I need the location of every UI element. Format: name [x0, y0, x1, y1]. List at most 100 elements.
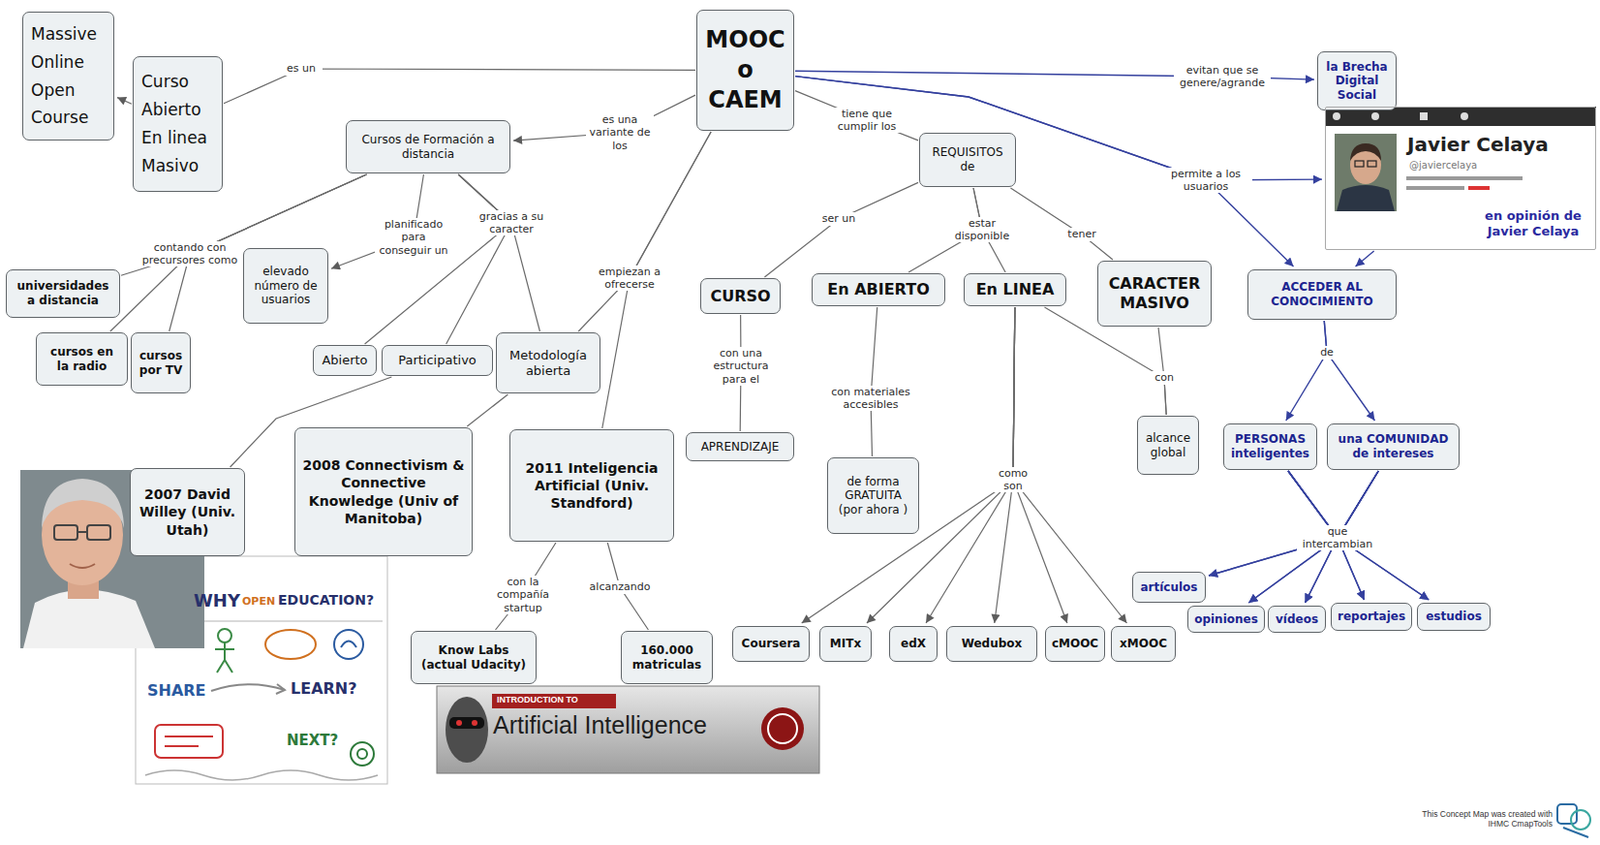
concept-text: alcance global: [1143, 430, 1193, 460]
sketch-squiggle: [145, 769, 378, 780]
concept-text: xMOOC: [1119, 636, 1168, 651]
concept-box: APRENDIZAJE: [685, 431, 795, 462]
concept-text: MOOC o CAEM: [703, 25, 788, 117]
concept-text: elevado número de usuarios: [249, 264, 322, 308]
concept-text: cursos en la radio: [42, 344, 122, 373]
event-box: 2007 David Willey (Univ. Utah): [129, 467, 246, 556]
concept-text: vídeos: [1275, 612, 1319, 627]
link-phrase: con la compañía startup: [488, 575, 558, 615]
link-phrase: como son: [991, 466, 1036, 493]
concept-box: ACCEDER AL CONOCIMIENTO: [1247, 269, 1397, 320]
concept-text: REQUISITOS de: [925, 145, 1010, 174]
concept-text: reportajes: [1337, 609, 1406, 624]
profile-text: en opinión de Javier Celaya: [1471, 208, 1596, 239]
concept-text: edX: [900, 636, 926, 651]
concept-text: Know Labs (actual Udacity): [417, 643, 530, 672]
logo-shape: [1570, 809, 1591, 830]
sketch-box: [164, 736, 214, 746]
sketch-word: LEARN?: [290, 679, 358, 698]
connector: [1248, 470, 1379, 603]
photo-glasses: [54, 524, 78, 540]
connector: [870, 307, 878, 457]
concept-box: cursos por TV: [130, 332, 191, 394]
connector: [795, 76, 1294, 267]
card-text-line: [1406, 176, 1523, 181]
sketch-arrow: [211, 683, 285, 691]
banner-stripe: [492, 693, 616, 708]
acronym-box: Massive Online Open Course: [22, 11, 115, 141]
card-photo: [1350, 143, 1382, 161]
concept-box: elevado número de usuarios: [243, 247, 329, 324]
content-box: opiniones: [1187, 605, 1265, 633]
concept-text: En LINEA: [976, 279, 1055, 300]
main-concept: MOOC o CAEM: [696, 9, 795, 131]
concept-box: cursos en la radio: [35, 332, 128, 386]
content-box: estudios: [1416, 602, 1491, 631]
connector: [1288, 470, 1429, 600]
sketch-cloud: [265, 629, 316, 659]
link-phrase: gracias a su caracter: [470, 210, 554, 236]
concept-text: Abierto: [321, 352, 368, 369]
link-phrase: es una variante de los: [585, 113, 654, 153]
connector: [446, 174, 512, 344]
requirement-box: En ABIERTO: [811, 273, 946, 307]
example-box: cMOOC: [1045, 625, 1106, 662]
concept-text: estudios: [1425, 609, 1482, 624]
connector: [994, 307, 1016, 623]
profile-card-art: [1324, 106, 1597, 250]
concept-box: REQUISITOS de: [919, 132, 1016, 187]
concept-text: En ABIERTO: [827, 279, 929, 300]
concept-text: 2008 Connectivism & Connective Knowledge…: [301, 456, 466, 527]
link-phrase: estar disponible: [948, 216, 1016, 243]
concept-box: Metodología abierta: [495, 332, 601, 394]
link-phrase: tiene que cumplir los: [829, 107, 905, 133]
sketch-spiral: [357, 748, 368, 759]
profile-text: Javier Celaya: [1407, 132, 1549, 156]
link-phrase: alcanzando: [584, 580, 655, 593]
concept-text: una COMUNIDAD de intereses: [1333, 431, 1453, 461]
watermark: This Concept Map was created with IHMC C…: [1402, 809, 1553, 830]
sketch-figure: [215, 642, 235, 673]
banner-text: INTRODUCTION TO: [496, 694, 579, 705]
concept-box: 160.000 matriculas: [620, 630, 713, 684]
sketch-arrow: [276, 683, 285, 694]
header-icon: [1332, 112, 1341, 121]
link-phrase: empiezan a ofrecerse: [588, 265, 672, 291]
acronym-box: Curso Abierto En linea Masivo: [132, 56, 223, 192]
banner-ground: [436, 685, 820, 773]
connector: [1208, 470, 1338, 576]
cmaptools-logo: [1557, 803, 1591, 837]
connector: [1010, 187, 1113, 260]
concept-box: Abierto: [312, 344, 377, 376]
card-photo: [1367, 160, 1377, 167]
card-photo: [1336, 184, 1395, 212]
profile-card: Javier Celaya@javiercelayaen opinión de …: [1324, 106, 1597, 250]
connector: [1013, 307, 1127, 623]
link-phrase: contando con precursores como: [137, 241, 243, 267]
concept-text: cursos por TV: [137, 348, 185, 377]
concept-text: ACCEDER AL CONOCIMIENTO: [1254, 279, 1390, 308]
photo-glasses: [87, 524, 111, 540]
event-box: 2008 Connectivism & Connective Knowledge…: [294, 427, 473, 556]
university-seal: [768, 713, 798, 743]
header-icon: [1371, 112, 1380, 121]
concept-text: MITx: [830, 636, 862, 651]
photo-hair: [41, 478, 124, 528]
connector: [801, 307, 1016, 623]
concept-text: PERSONAS inteligentes: [1230, 431, 1311, 461]
photo-mouth: [69, 563, 95, 568]
card-text-line: [1406, 185, 1465, 190]
sketch-word: SHARE: [147, 681, 207, 700]
logo-shape: [1563, 827, 1589, 837]
content-box: artículos: [1132, 571, 1206, 603]
concept-box: una COMUNIDAD de intereses: [1326, 423, 1460, 470]
concept-text: universidades a distancia: [12, 278, 114, 308]
event-box: 2011 Inteligencia Artificial (Univ. Stan…: [509, 429, 675, 542]
concept-text: opiniones: [1194, 612, 1259, 627]
example-box: xMOOC: [1110, 625, 1176, 662]
card-photo: [1354, 160, 1364, 167]
concept-text: Coursera: [741, 636, 801, 651]
concept-box: alcance global: [1137, 415, 1200, 475]
concept-text: 160.000 matriculas: [627, 643, 707, 672]
